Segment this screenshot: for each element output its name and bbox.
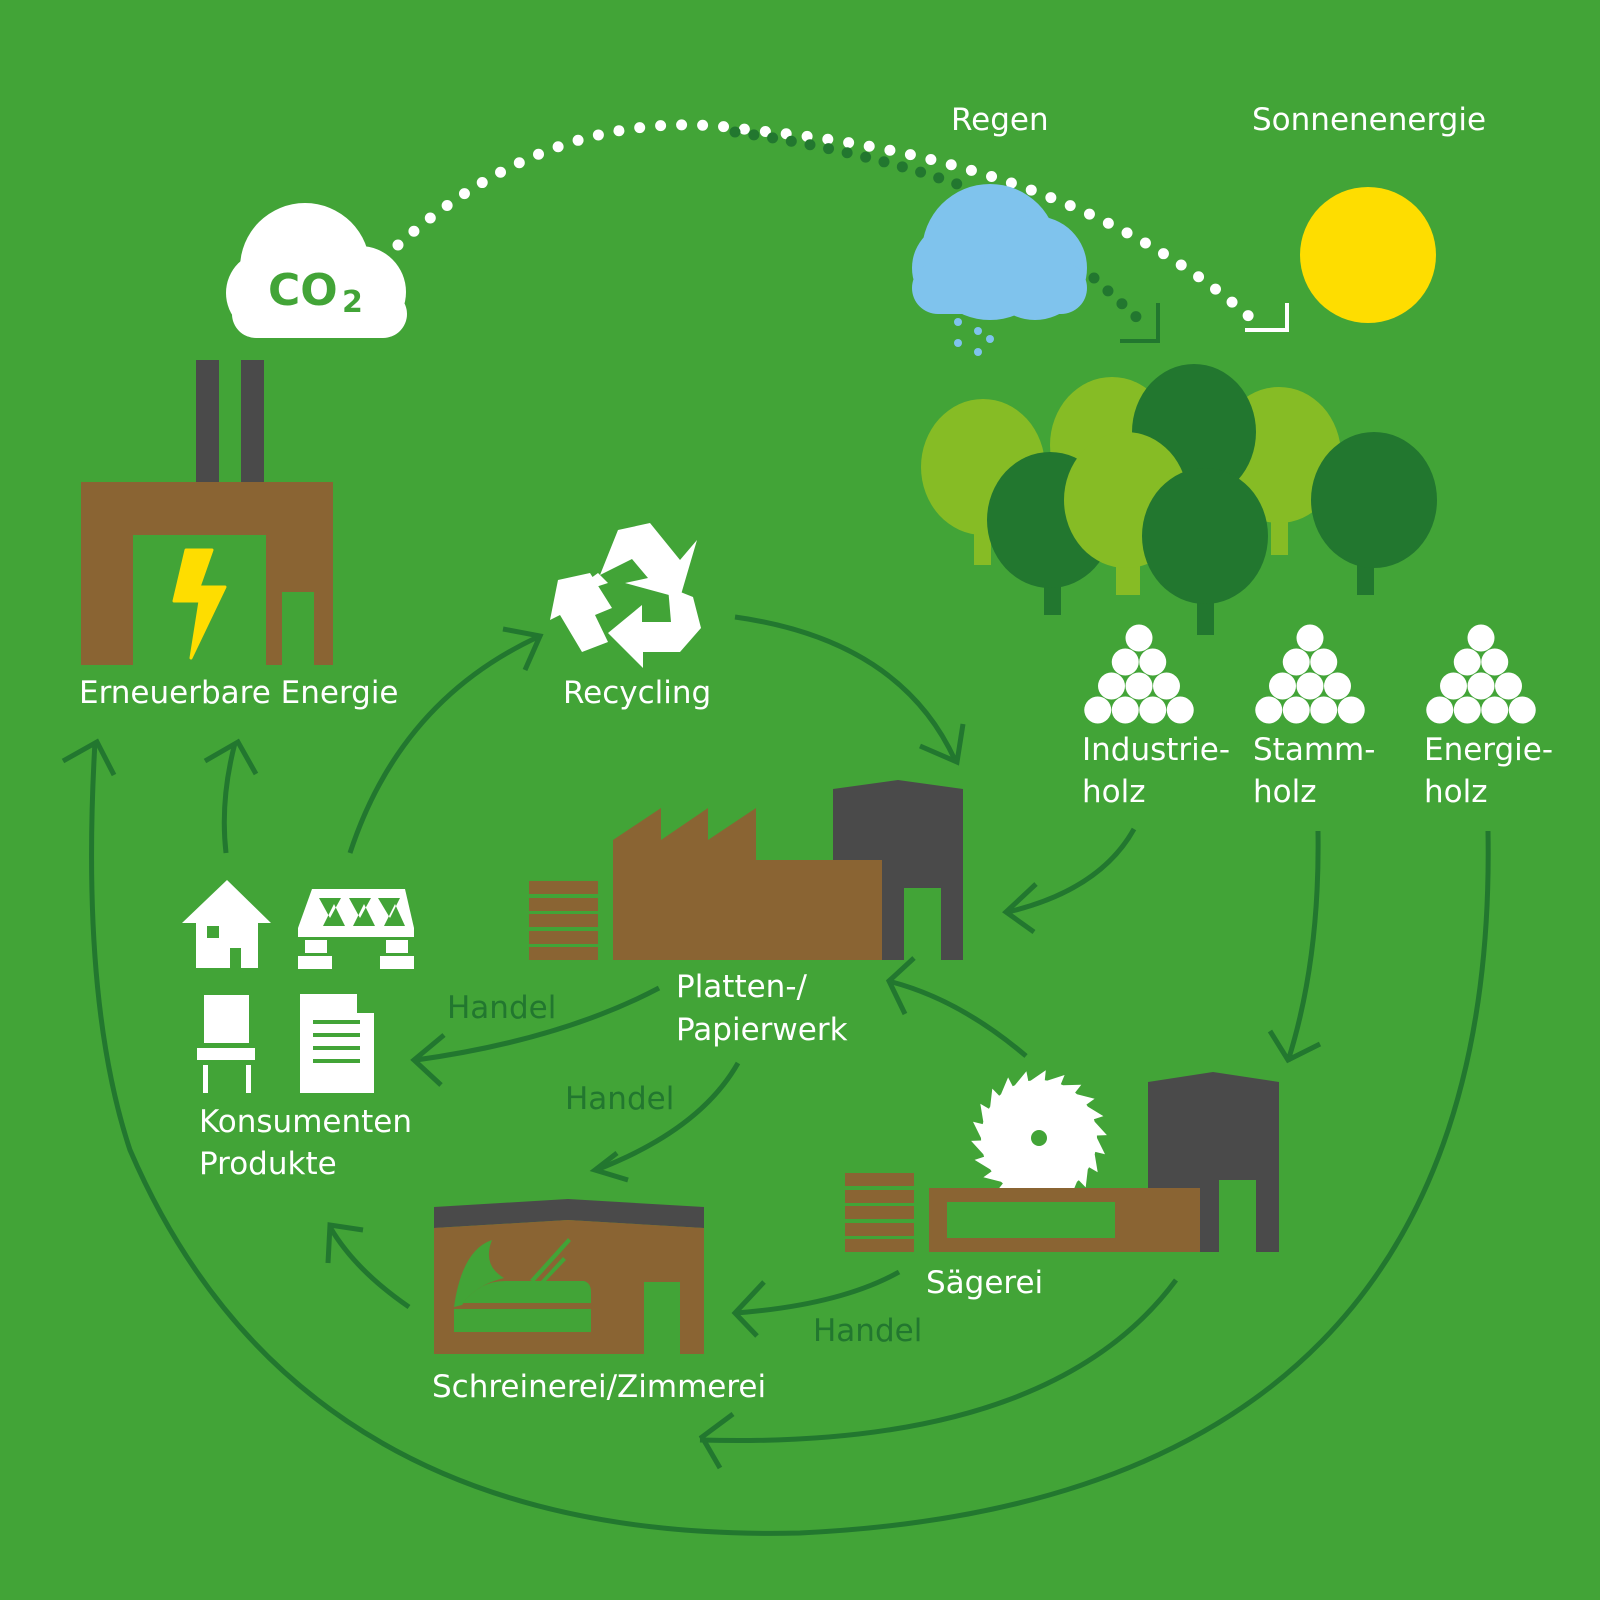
house-icon — [182, 880, 271, 968]
log-pile-icon — [1084, 624, 1194, 724]
log-pile-icon — [1426, 624, 1536, 724]
co2-subscript: 2 — [342, 285, 363, 320]
log — [1269, 672, 1296, 700]
energy-label: Erneuerbare Energie — [79, 675, 399, 711]
trade-label-2: Handel — [565, 1081, 674, 1117]
rain-dotted-path — [729, 126, 1160, 343]
log — [1125, 672, 1153, 700]
arrow-sawmill-to-carpentry — [735, 1269, 901, 1316]
log — [1467, 672, 1495, 700]
board-stack-icon — [529, 881, 598, 960]
sun-icon — [1300, 187, 1436, 323]
document-icon — [300, 994, 374, 1093]
lumber-stack-icon — [845, 1173, 914, 1252]
log — [1310, 696, 1338, 724]
trade-label-3: Handel — [813, 1313, 922, 1349]
log — [1495, 672, 1522, 700]
trade-label-1: Handel — [447, 990, 556, 1026]
log — [1453, 648, 1481, 676]
paper-mill-label-line2: Papierwerk — [676, 1012, 848, 1048]
arrow-carpentry-to-consumer — [327, 1225, 411, 1310]
sun-target-bracket — [1245, 303, 1289, 332]
arrow-stammholz-to-sawmill — [1285, 830, 1321, 1062]
log — [1324, 672, 1351, 700]
sawmill-building — [845, 1072, 1279, 1252]
log — [1282, 696, 1310, 724]
sawmill-label: Sägerei — [926, 1265, 1043, 1301]
co2-text: CO — [268, 265, 338, 316]
saw-blade-icon — [971, 1070, 1107, 1206]
log — [1125, 624, 1153, 652]
rain-cloud-icon — [912, 184, 1087, 356]
arrow-energieholz-to-energy — [89, 741, 1491, 1536]
log — [1467, 624, 1495, 652]
chair-icon — [197, 995, 255, 1093]
co2-cloud-icon: CO 2 — [226, 203, 407, 338]
wood-type-3-line1: Energie- — [1424, 732, 1553, 768]
raindrops — [954, 318, 994, 356]
lightning-icon — [172, 548, 227, 660]
log — [1426, 696, 1454, 724]
carpentry-label: Schreinerei/Zimmerei — [432, 1369, 766, 1405]
log — [1296, 672, 1324, 700]
arrow-sawmill-to-papermill — [891, 979, 1028, 1058]
wood-type-3-line2: holz — [1424, 774, 1488, 810]
log — [1440, 672, 1467, 700]
sun-label: Sonnenenergie — [1252, 102, 1486, 138]
trees-icon — [921, 364, 1437, 635]
arrow-sawmill-to-lower — [699, 1278, 1179, 1444]
log — [1166, 696, 1194, 724]
arrow-recycling-to-papermill — [734, 614, 958, 762]
log — [1310, 648, 1338, 676]
rain-label: Regen — [951, 102, 1049, 138]
rain-target-bracket — [1120, 303, 1160, 343]
wood-type-2-line1: Stamm- — [1253, 732, 1375, 768]
arrow-industrieholz-to-papermill — [1007, 827, 1137, 915]
log — [1453, 696, 1481, 724]
wood-type-2-line2: holz — [1253, 774, 1317, 810]
log — [1282, 648, 1310, 676]
recycle-icon — [550, 523, 701, 668]
arrow-papermill-to-carpentry — [595, 1061, 741, 1173]
log — [1255, 696, 1283, 724]
arrows — [61, 614, 1491, 1536]
log — [1111, 648, 1139, 676]
wood-type-1-line1: Industrie- — [1082, 732, 1230, 768]
log-pile-icon — [1255, 624, 1365, 724]
workshop-plane-icon — [434, 1199, 704, 1354]
log — [1139, 648, 1167, 676]
wood-type-1-line2: holz — [1082, 774, 1146, 810]
consumer-label-line1: Konsumenten — [199, 1104, 412, 1140]
consumer-label-line2: Produkte — [199, 1146, 337, 1182]
log — [1337, 696, 1365, 724]
saw-arbor-hole — [1031, 1130, 1047, 1146]
arrow-consumer-to-recycling — [347, 633, 542, 854]
factory-icon — [529, 780, 963, 960]
log — [1481, 648, 1509, 676]
log — [1481, 696, 1509, 724]
log — [1139, 696, 1167, 724]
log — [1296, 624, 1324, 652]
consumer-icons — [182, 880, 414, 1093]
bridge-icon — [298, 889, 414, 969]
log — [1508, 696, 1536, 724]
log — [1084, 696, 1112, 724]
power-plant-icon — [81, 360, 333, 665]
log — [1098, 672, 1125, 700]
paper-mill-label-line1: Platten-/ — [676, 969, 808, 1005]
recycling-label: Recycling — [563, 675, 711, 711]
arrow-consumer-to-energy — [221, 742, 238, 854]
log — [1153, 672, 1180, 700]
co2-to-sun-dotted-path — [392, 119, 1289, 334]
arrow-papermill-to-consumer — [415, 985, 661, 1063]
log — [1111, 696, 1139, 724]
